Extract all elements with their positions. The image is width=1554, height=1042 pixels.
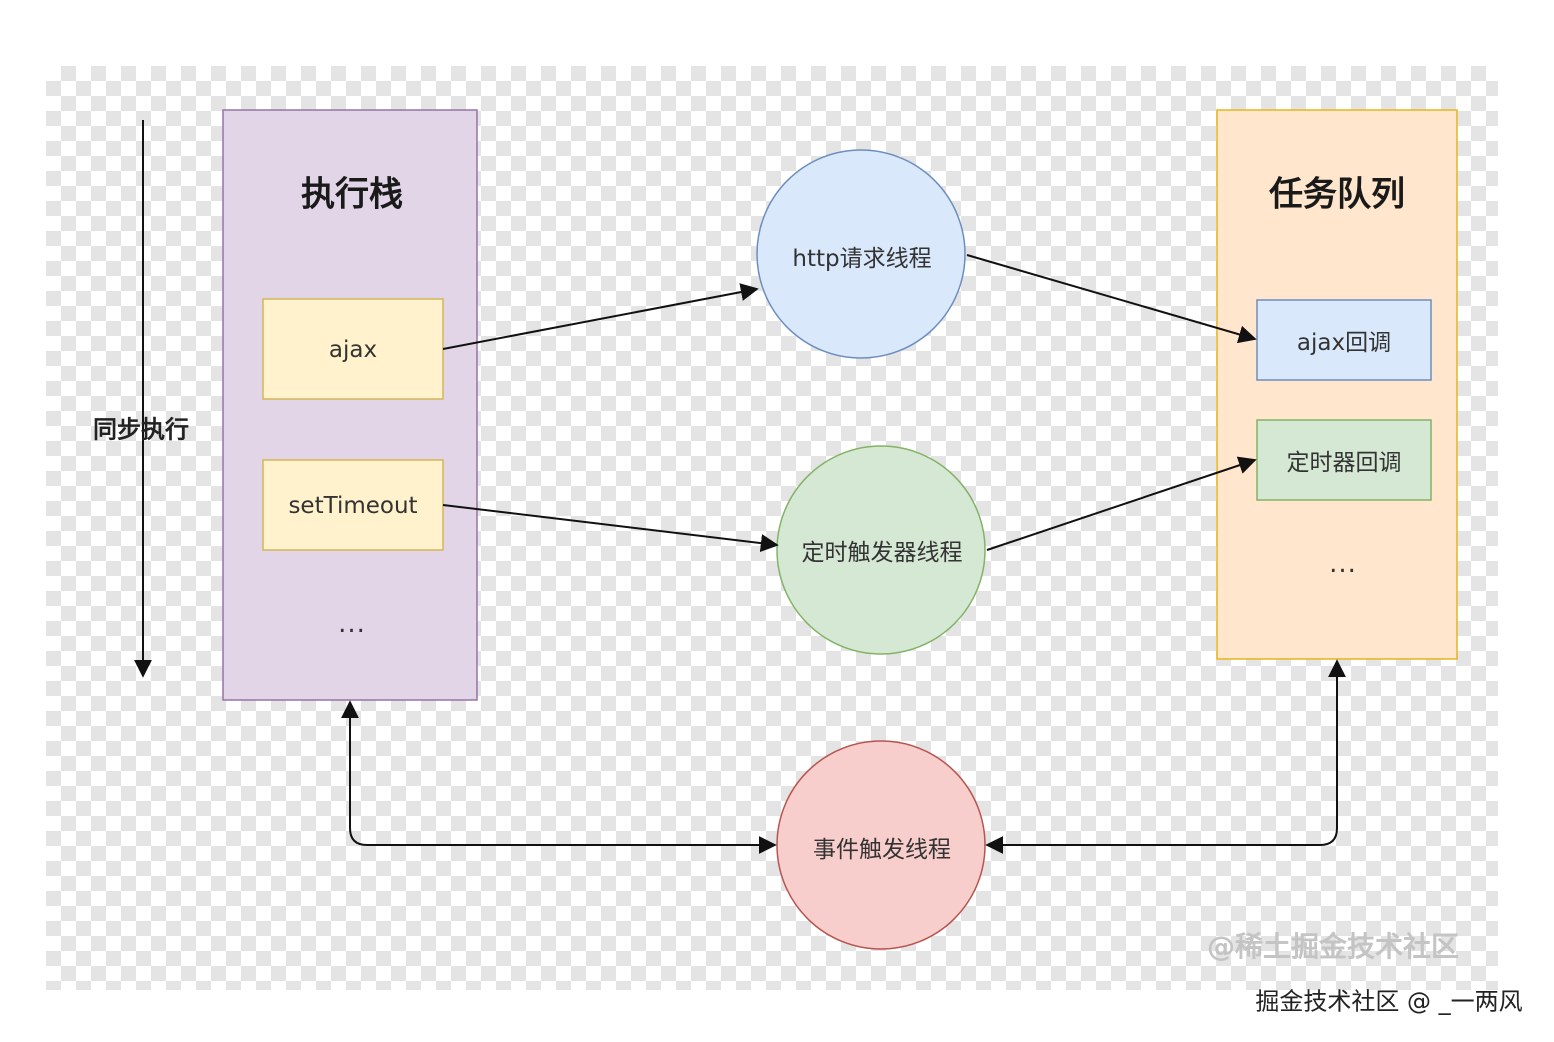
task-queue-title: 任务队列 <box>1269 174 1405 215</box>
task-queue-box <box>1216 109 1458 660</box>
timer-thread-label: 定时触发器线程 <box>801 540 963 566</box>
arrow-exec-stack-event <box>341 700 777 854</box>
arrow-http-to-ajax-callback <box>966 254 1257 344</box>
exec-item-settimeout: setTimeout <box>288 493 418 519</box>
exec-stack-box <box>222 109 478 701</box>
queue-item-timer-callback: 定时器回调 <box>1286 450 1402 476</box>
task-queue-ellipsis: ... <box>1329 549 1357 579</box>
exec-item-ajax: ajax <box>328 337 378 363</box>
arrow-task-queue-event <box>985 659 1346 854</box>
exec-item-settimeout-box <box>262 459 444 551</box>
event-thread-circle <box>776 740 986 950</box>
arrow-ajax-to-http <box>442 283 759 350</box>
event-thread-label: 事件触发线程 <box>813 837 951 863</box>
exec-stack-ellipsis: ... <box>338 609 366 639</box>
arrow-timer-to-timer-callback <box>986 456 1257 551</box>
arrow-settimeout-to-timer <box>442 504 779 553</box>
http-thread-circle <box>756 149 966 359</box>
http-thread-label: http请求线程 <box>792 246 932 272</box>
queue-item-timer-box <box>1256 419 1432 501</box>
source-credit: 掘金技术社区 @ _一两风 <box>1255 987 1523 1016</box>
exec-item-ajax-box <box>262 298 444 400</box>
exec-stack-title: 执行栈 <box>301 174 403 215</box>
queue-item-ajax-box <box>1256 299 1432 381</box>
queue-item-ajax-callback: ajax回调 <box>1296 330 1392 356</box>
sync-execution-label: 同步执行 <box>93 415 189 444</box>
juejin-watermark: @稀土掘金技术社区 <box>1206 930 1460 963</box>
